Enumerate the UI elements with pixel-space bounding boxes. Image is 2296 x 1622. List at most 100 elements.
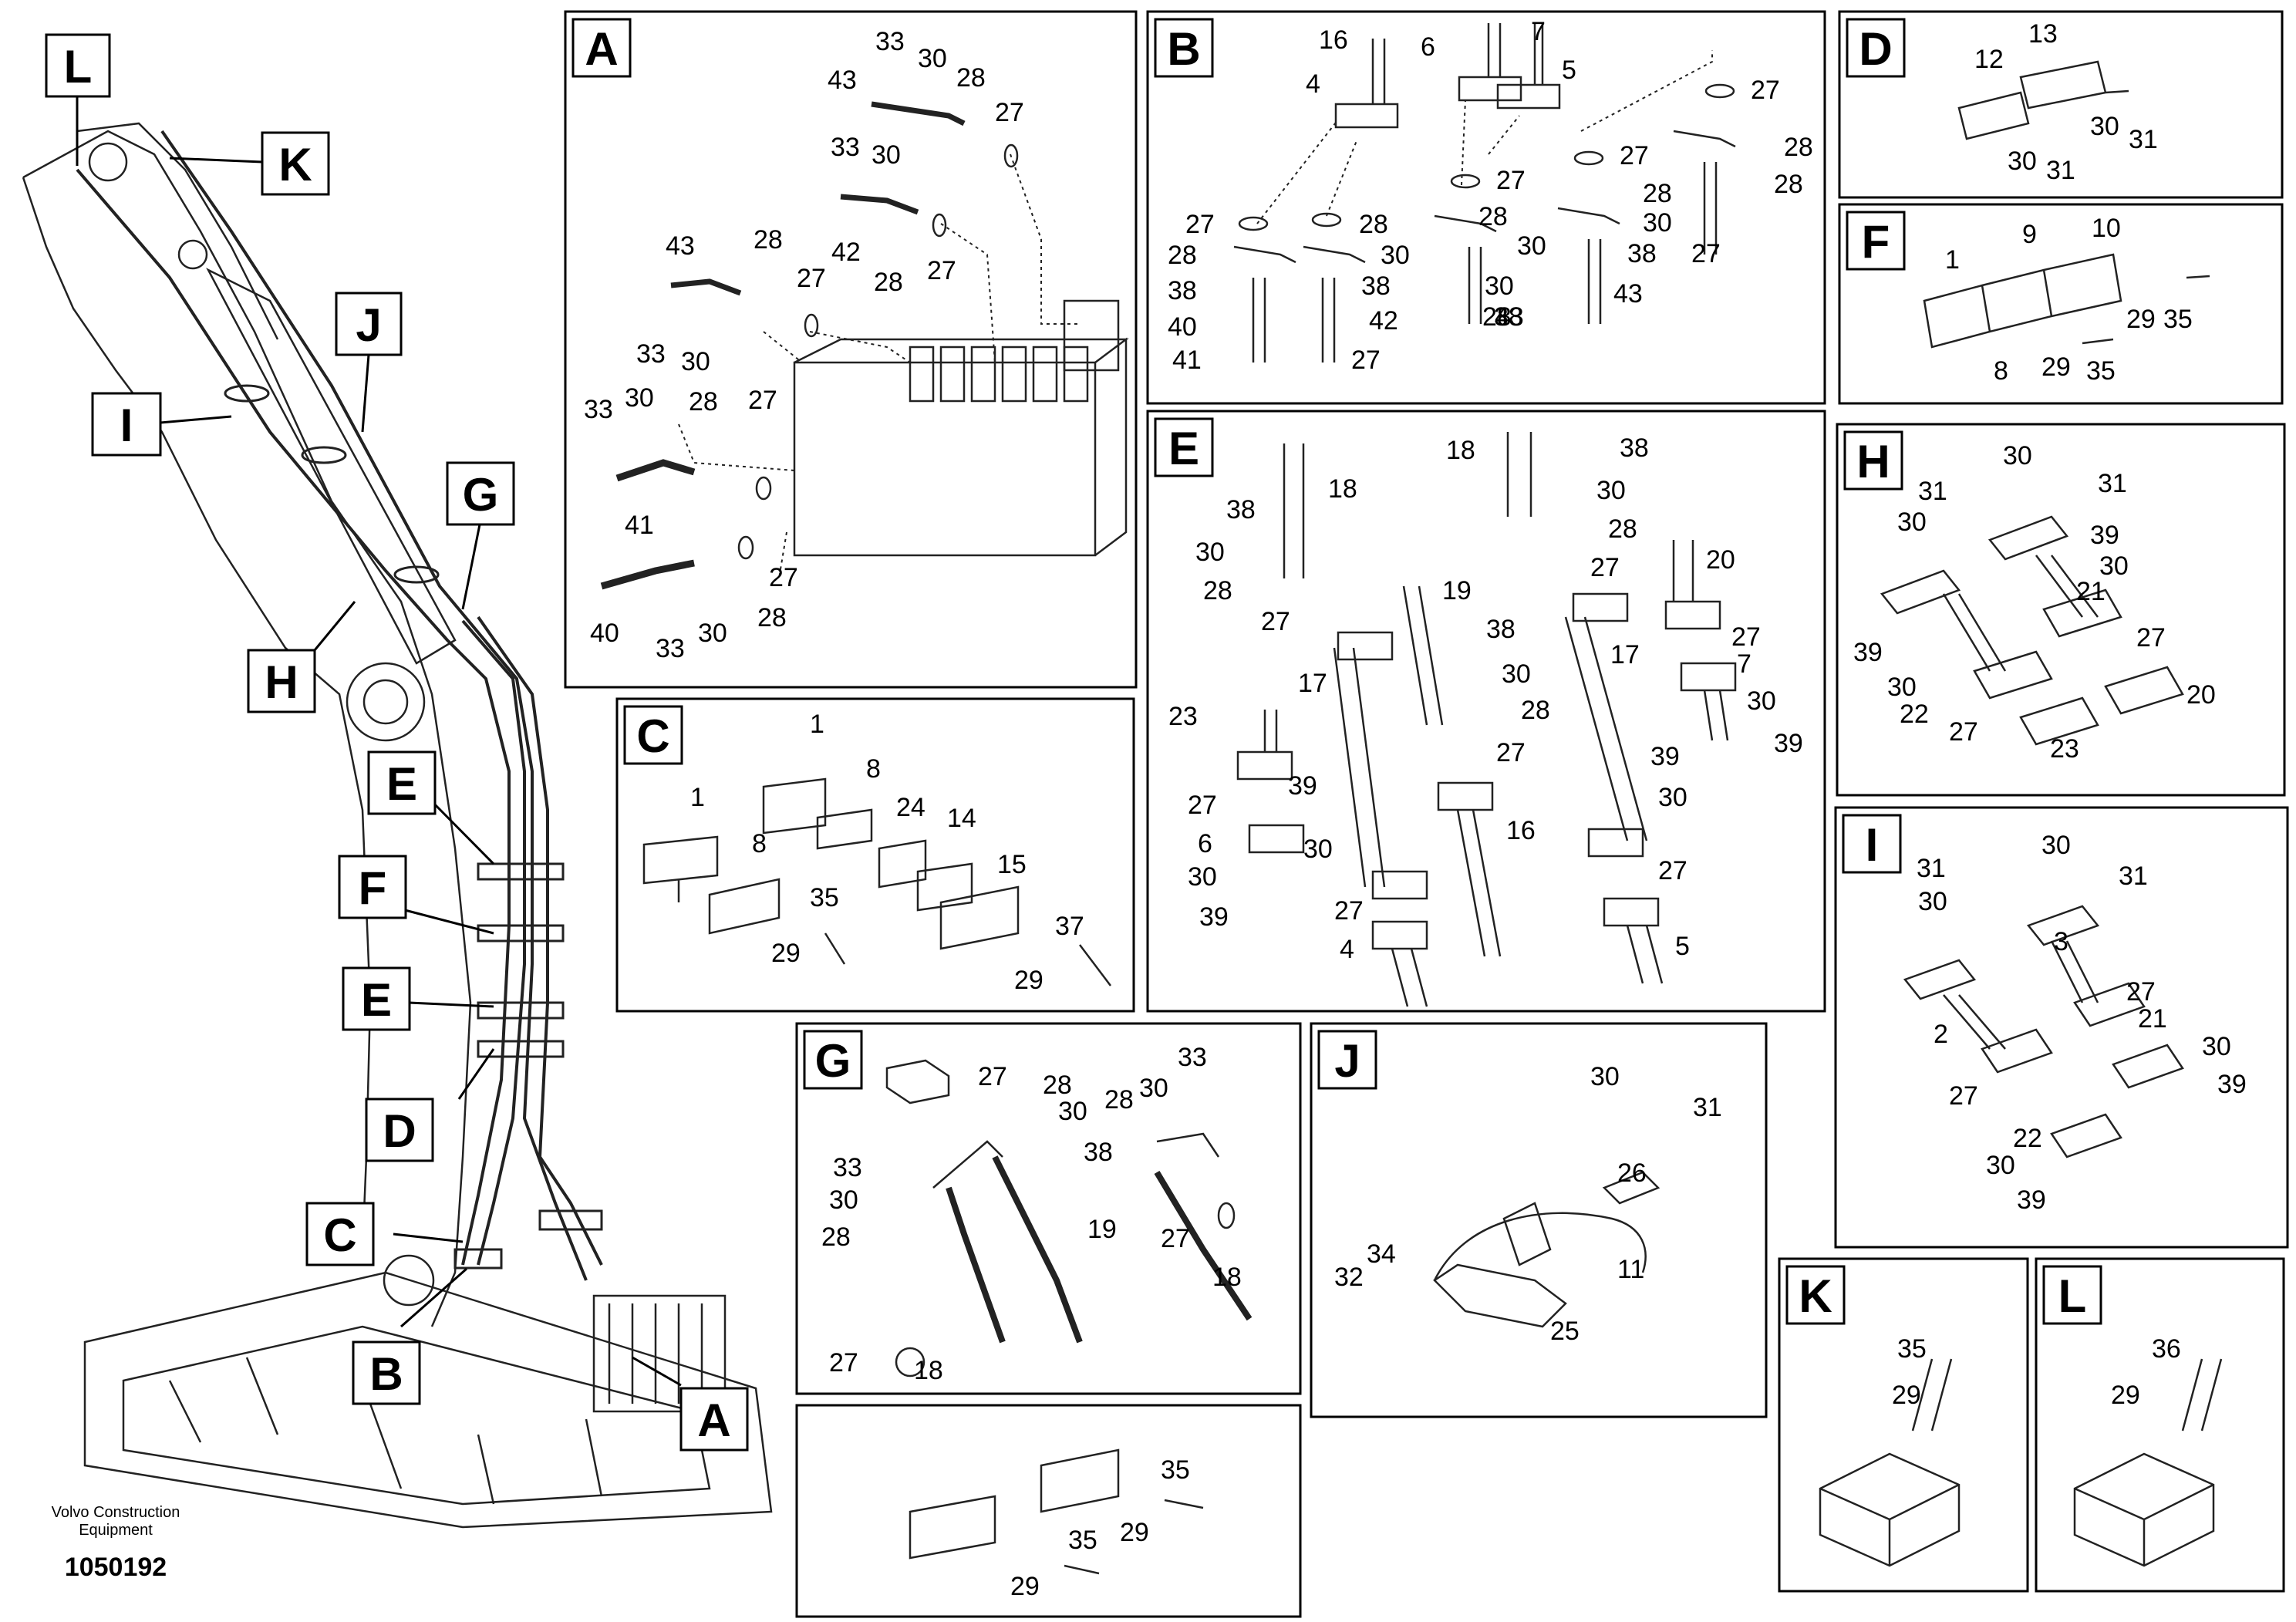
svg-text:30: 30 [2041,831,2071,860]
svg-text:E: E [361,974,392,1026]
callout-i: I [91,392,162,457]
panel-l-labels: 36 29 [2111,1334,2181,1410]
hose-40 [600,559,695,590]
panel-a-frame [564,10,1138,689]
svg-text:2: 2 [1934,1020,1948,1049]
svg-text:21: 21 [2138,1004,2167,1034]
svg-text:G: G [463,469,499,521]
svg-text:H: H [1856,436,1890,487]
overview-control-valve [592,1294,727,1413]
svg-text:30: 30 [1517,231,1546,261]
svg-text:E: E [1168,423,1199,474]
svg-text:4: 4 [1340,935,1354,964]
panel-extra-labels: 35 29 35 29 [1010,1455,1190,1601]
callout-b: B [352,1340,421,1405]
hose-43-mid [670,278,742,296]
boom-pivot-mid [177,239,208,270]
svg-text:30: 30 [1485,271,1514,301]
svg-text:35: 35 [1897,1334,1927,1364]
panel-h-letter: H [1843,430,1903,491]
panel-i-frame [1834,806,2289,1249]
svg-text:38: 38 [1226,495,1256,524]
svg-text:30: 30 [1658,783,1687,812]
svg-text:30: 30 [1502,659,1531,689]
svg-text:30: 30 [681,347,710,376]
hose-43-upper [871,101,966,126]
svg-text:42: 42 [831,238,861,267]
svg-text:30: 30 [1643,208,1672,238]
panel-b-labels: 16 7 6 5 4 27 27 28 27 28 27 28 28 30 38… [1168,17,1813,375]
svg-text:G: G [815,1035,851,1087]
svg-text:28: 28 [821,1222,851,1252]
panel-l-drawing [2073,1358,2223,1567]
svg-text:30: 30 [625,383,654,413]
svg-text:31: 31 [1918,477,1947,506]
svg-text:27: 27 [769,563,798,592]
svg-text:1: 1 [810,710,824,739]
svg-text:20: 20 [2186,680,2216,710]
control-valve-face [794,337,1129,556]
svg-text:39: 39 [1288,771,1317,801]
callout-k: K [261,131,330,196]
overview-leaders [76,96,682,1387]
svg-text:30: 30 [1986,1151,2015,1180]
svg-text:30: 30 [1188,862,1217,892]
svg-text:27: 27 [2136,623,2166,653]
svg-text:43: 43 [1495,302,1524,332]
svg-text:30: 30 [2008,147,2037,176]
svg-text:33: 33 [831,133,860,162]
panel-d-labels: 13 12 30 31 30 31 [1974,19,2158,185]
svg-text:33: 33 [1178,1043,1207,1072]
svg-text:22: 22 [1900,700,1929,729]
svg-text:30: 30 [1139,1074,1168,1103]
panel-j-letter: J [1317,1030,1377,1090]
svg-text:39: 39 [2017,1185,2046,1215]
svg-text:17: 17 [1298,669,1327,698]
svg-text:29: 29 [2041,352,2071,382]
panel-a-letter: A [571,18,632,78]
callout-f: F [338,855,407,919]
panel-c-drawing [642,777,1111,986]
footer: Volvo Construction Equipment 1050192 [52,1504,180,1582]
svg-text:28: 28 [1774,170,1803,199]
panel-f-drawing [1923,253,2210,349]
svg-text:28: 28 [874,268,903,297]
svg-text:39: 39 [1774,729,1803,758]
svg-text:A: A [585,23,618,75]
svg-text:30: 30 [1303,835,1333,864]
svg-text:27: 27 [1590,553,1620,582]
panel-k-drawing [1819,1358,1961,1567]
panel-i-labels: 30 31 31 30 3 27 21 2 30 27 39 22 30 39 [1917,831,2247,1215]
svg-text:28: 28 [1203,576,1232,605]
svg-text:43: 43 [828,66,857,95]
panel-j-labels: 30 31 26 34 32 11 25 [1334,1062,1722,1346]
panel-f-letter: F [1846,211,1906,271]
hose-clamps [224,384,603,1270]
callout-j: J [335,292,403,356]
panel-b-drawing [1233,23,1736,363]
svg-text:8: 8 [866,754,881,784]
svg-text:20: 20 [1706,545,1735,575]
svg-text:F: F [359,862,387,914]
svg-text:38: 38 [1627,239,1657,268]
svg-text:19: 19 [1442,576,1472,605]
brand-line-2: Equipment [79,1522,153,1539]
part-labels: 33 30 28 43 27 33 30 42 28 27 43 28 27 3… [584,17,2247,1601]
svg-text:39: 39 [1853,638,1883,667]
svg-text:34: 34 [1367,1239,1396,1269]
svg-text:A: A [697,1394,730,1446]
svg-text:19: 19 [1087,1215,1117,1244]
svg-text:27: 27 [2126,977,2156,1007]
svg-text:B: B [1167,23,1200,75]
svg-text:D: D [1859,23,1892,75]
svg-text:30: 30 [2090,112,2119,141]
svg-text:40: 40 [1168,312,1197,342]
svg-text:30: 30 [2202,1032,2231,1061]
svg-text:28: 28 [1043,1071,1072,1100]
panel-e-labels: 18 38 18 38 30 28 30 28 27 27 19 20 38 3… [1168,433,1803,964]
svg-text:6: 6 [1421,32,1435,62]
panel-k-frame [1778,1257,2029,1593]
svg-text:18: 18 [1328,474,1357,504]
hose-41 [615,459,696,482]
svg-text:42: 42 [1369,306,1398,336]
